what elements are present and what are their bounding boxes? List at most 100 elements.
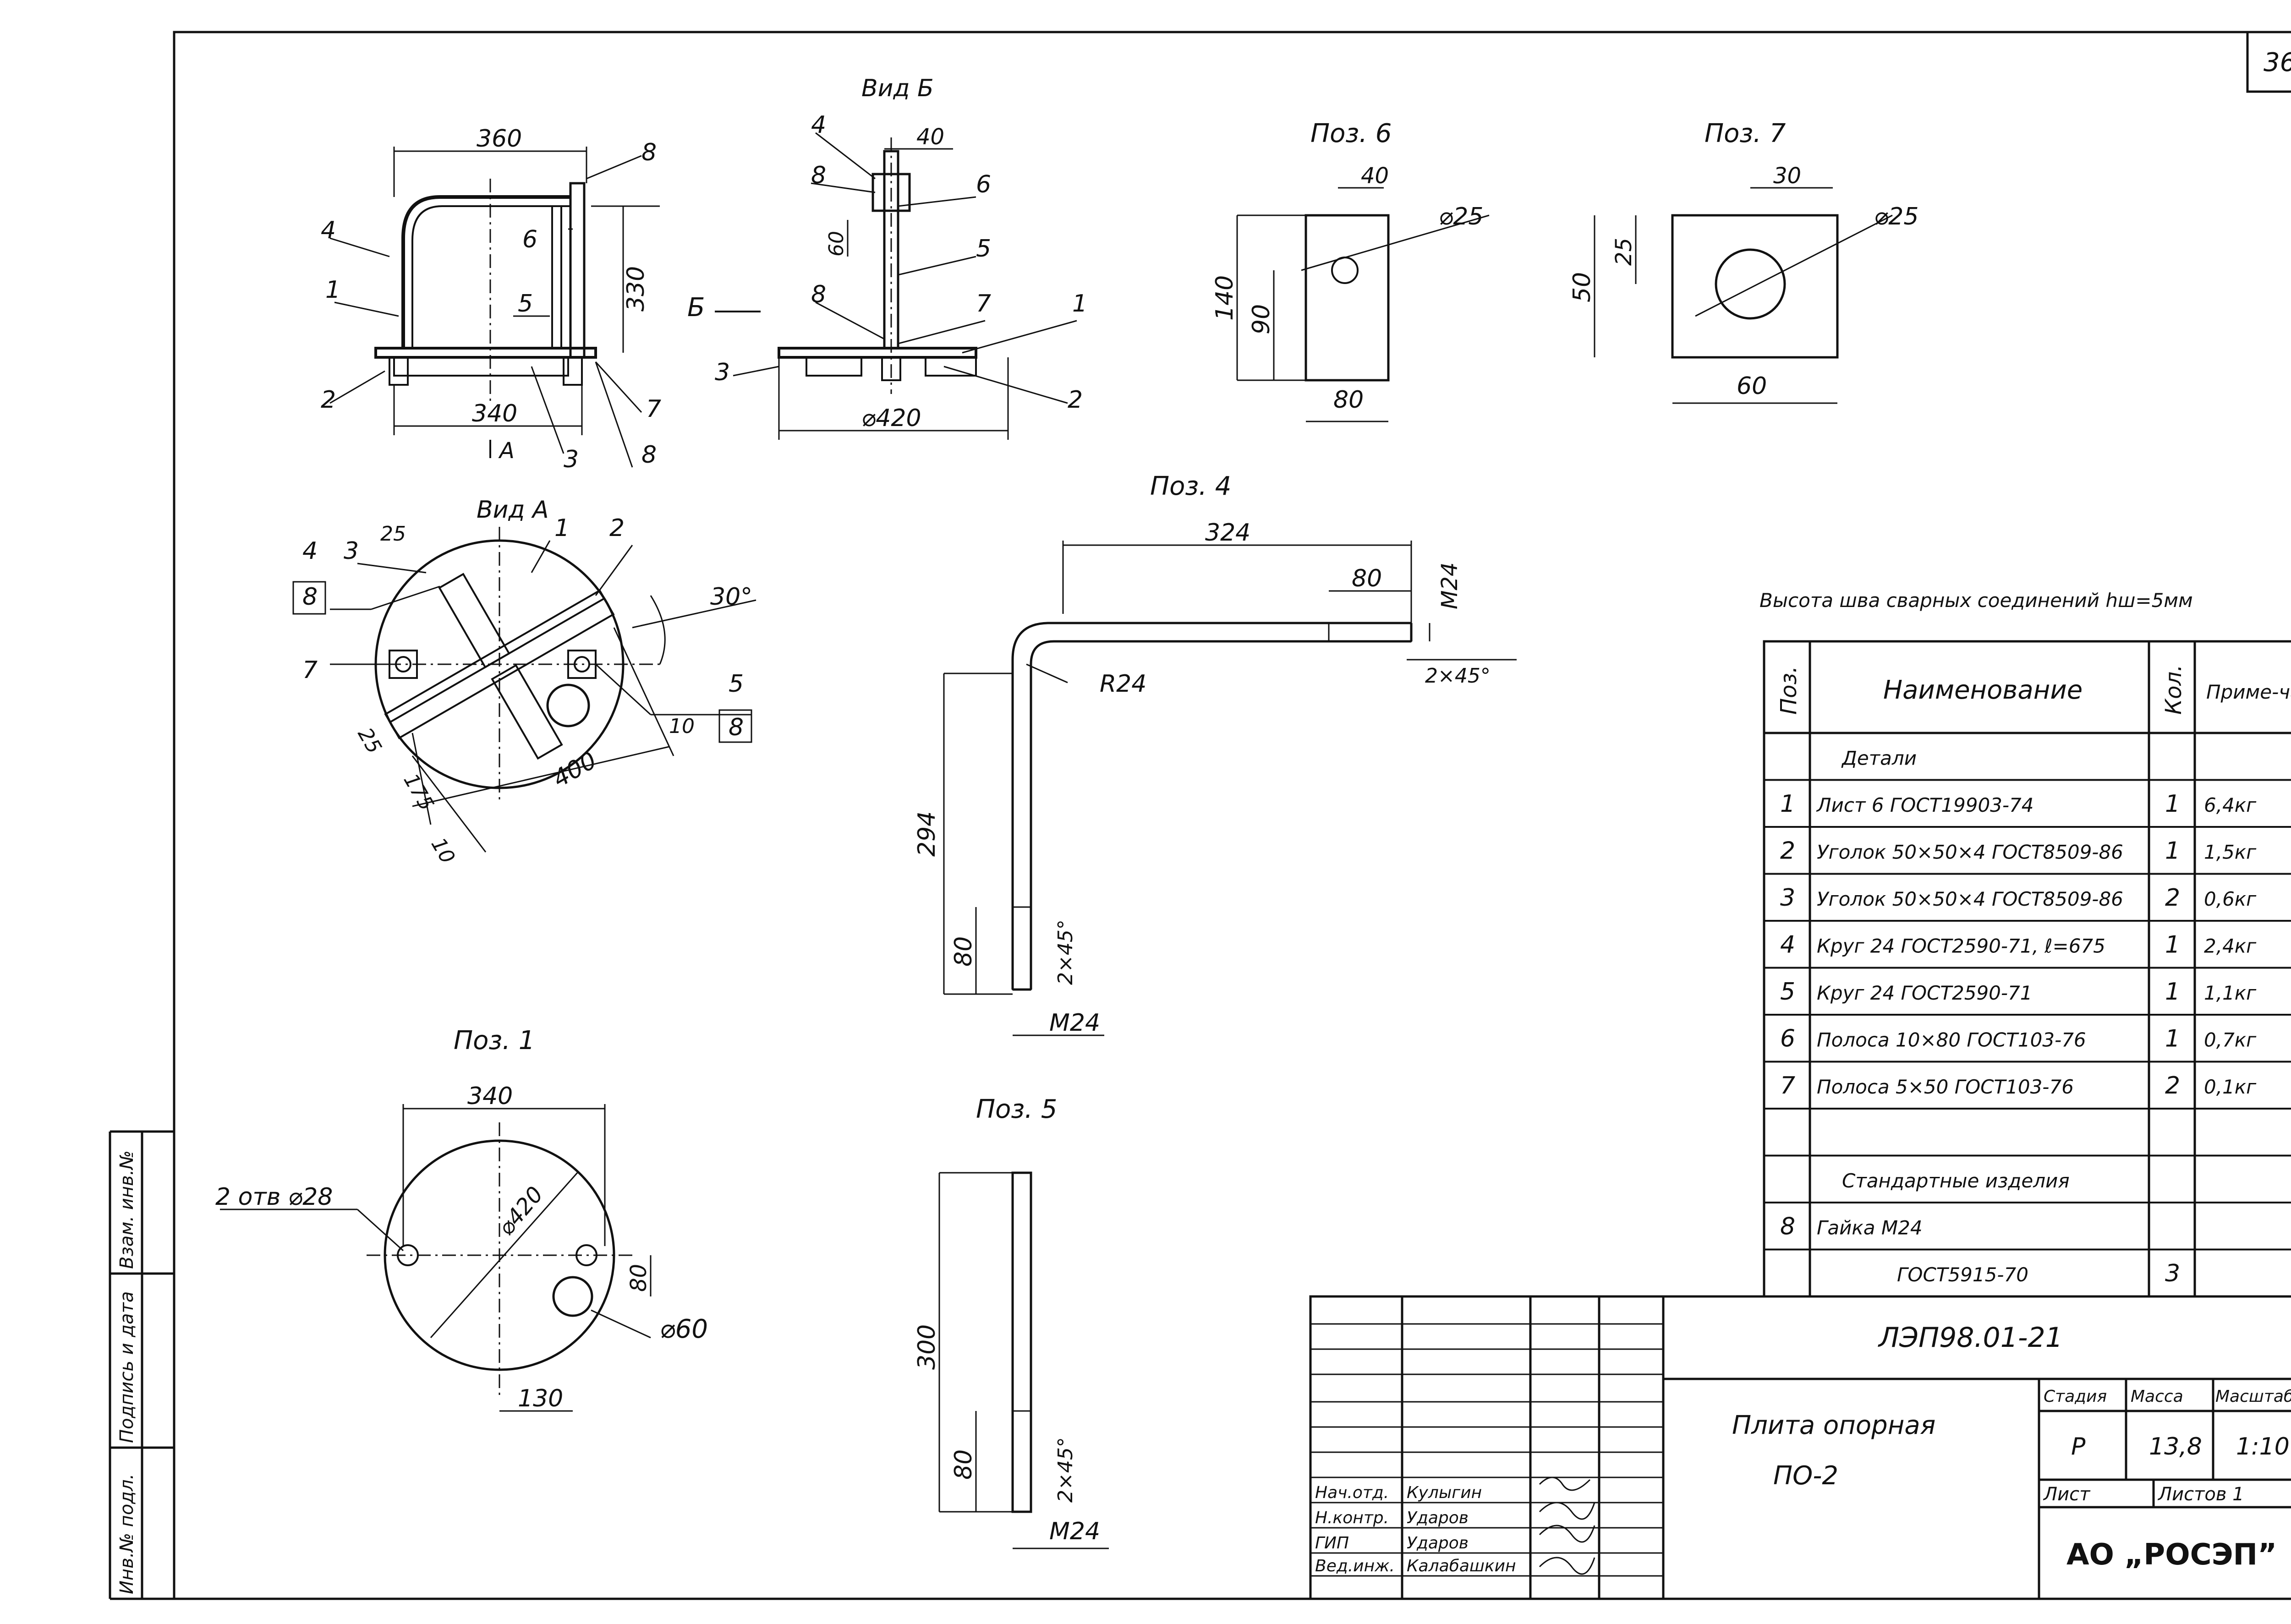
callout-main-8b: 8	[641, 441, 657, 469]
dim-p4-324: 324	[1205, 519, 1250, 547]
pos1-view: Поз. 1 340 2 отв ⌀28 ⌀420 80 ⌀60 130	[215, 1026, 708, 1412]
dim-main-330: 330	[622, 266, 650, 312]
dim-p7-30: 30	[1773, 163, 1801, 189]
pos6-title: Поз. 6	[1310, 119, 1392, 148]
company-name: АО „РОСЭП”	[2066, 1538, 2277, 1572]
sig-role-2: Н.контр.	[1315, 1509, 1389, 1527]
dim-va-10a: 10	[669, 715, 695, 738]
callout-vb-6: 6	[976, 171, 991, 198]
spec-row-pos: 3	[1780, 884, 1795, 912]
dim-p1-60: ⌀60	[660, 1314, 708, 1344]
callout-va-4: 4	[302, 537, 318, 565]
dim-p4-80: 80	[1352, 565, 1382, 592]
dim-p5-chamfer: 2×45°	[1054, 1437, 1077, 1503]
sheets-label: Листов 1	[2157, 1484, 2244, 1505]
view-a-title: Вид А	[477, 496, 549, 524]
callout-main-2: 2	[321, 386, 336, 414]
spec-row-qty: 2	[2165, 884, 2180, 912]
callout-vb-5: 5	[976, 235, 991, 262]
sig-name-4: Калабашкин	[1407, 1557, 1516, 1575]
dim-va-30deg: 30°	[710, 583, 752, 611]
sig-name-1: Кулыгин	[1407, 1483, 1482, 1502]
spec-row-name: Детали	[1841, 747, 1917, 770]
main-front-view: 360 330 340 А Б 8 6 4 5 1 2 3 7 8	[321, 125, 761, 473]
callout-main-8a: 8	[641, 139, 657, 166]
dim-p5-m24: M24	[1049, 1518, 1100, 1545]
spec-row-note: 1,5кг	[2204, 841, 2257, 864]
side-stamp-sign: Подпись и дата	[116, 1291, 137, 1443]
dim-p7-60: 60	[1737, 372, 1767, 400]
title-line2: ПО-2	[1773, 1461, 1838, 1491]
spec-row-name: Стандартные изделия	[1842, 1170, 2070, 1192]
dim-p5-300: 300	[913, 1324, 941, 1370]
callout-vb-4: 4	[811, 111, 826, 139]
dim-p7-25b: 25	[1611, 238, 1637, 266]
mass-label: Масса	[2131, 1387, 2183, 1406]
dim-vb-60: 60	[825, 231, 848, 257]
sig-role-3: ГИП	[1315, 1534, 1349, 1553]
sheet-label: Лист	[2043, 1484, 2091, 1505]
dim-p4-m24b: M24	[1049, 1009, 1100, 1037]
mass-value: 13,8	[2149, 1433, 2202, 1460]
callout-main-7: 7	[646, 395, 661, 423]
sig-name-2: Ударов	[1407, 1509, 1469, 1527]
spec-row-qty: 2	[2165, 1072, 2180, 1099]
spec-row-name: Круг 24 ГОСТ2590-71, ℓ=675	[1817, 935, 2105, 957]
stage-label: Стадия	[2044, 1387, 2107, 1406]
spec-row-note: 2,4кг	[2204, 935, 2257, 957]
callout-vb-2: 2	[1068, 386, 1083, 414]
signature-marks	[1539, 1476, 1595, 1575]
dim-p4-chamfer-b: 2×45°	[1054, 919, 1077, 985]
callout-vb-8b: 8	[811, 281, 826, 308]
spec-row-pos: 5	[1780, 978, 1795, 1006]
dim-va-10b: 10	[426, 834, 459, 868]
spec-header-pos: Поз.	[1776, 666, 1802, 715]
spec-row-name: Гайка М24	[1817, 1217, 1923, 1239]
scale-value: 1:10	[2236, 1433, 2290, 1460]
dim-p6-25: ⌀25	[1439, 203, 1483, 230]
callout-va-1: 1	[554, 514, 570, 542]
dim-p4-80b: 80	[950, 936, 977, 967]
spec-row-name: Уголок 50×50×4 ГОСТ8509-86	[1817, 841, 2123, 864]
pos6-view: Поз. 6 40 ⌀25 140 90 80	[1211, 119, 1490, 422]
callout-vb-8a: 8	[811, 162, 826, 189]
callout-main-3: 3	[564, 446, 579, 473]
spec-row-note: 0,6кг	[2204, 888, 2257, 910]
spec-row-name: Лист 6 ГОСТ19903-74	[1816, 794, 2034, 816]
view-arrow-b: Б	[687, 293, 705, 323]
signatures: Нач.отд. Кулыгин Н.контр. Ударов ГИП Уда…	[1315, 1476, 1595, 1575]
spec-row-note: 0,1кг	[2204, 1076, 2257, 1098]
dim-p4-294: 294	[913, 811, 941, 857]
callout-va-8b: 8	[729, 714, 744, 741]
sig-name-3: Ударов	[1407, 1534, 1469, 1553]
view-b: Вид Б ⌀420 40 60 4 8 6 5 8 7 1 3 2	[715, 75, 1087, 440]
callout-main-6: 6	[522, 226, 537, 253]
dim-p1-130: 130	[518, 1385, 563, 1412]
spec-row-qty: 1	[2165, 978, 2180, 1006]
dim-vb-40: 40	[916, 124, 944, 150]
spec-row-qty: 1	[2165, 837, 2180, 865]
dim-p7-25: ⌀25	[1874, 203, 1918, 230]
spec-header-note: Приме-чание	[2206, 681, 2291, 703]
view-arrow-a: А	[498, 438, 515, 464]
callout-va-3: 3	[344, 537, 359, 565]
view-b-title: Вид Б	[861, 75, 934, 102]
sig-role-1: Нач.отд.	[1315, 1483, 1389, 1502]
sig-role-4: Вед.инж.	[1315, 1557, 1395, 1575]
callout-main-4: 4	[321, 217, 336, 244]
sheet-number: 36	[2264, 48, 2291, 77]
dim-p4-chamfer-a: 2×45°	[1425, 664, 1491, 688]
spec-row-qty: 1	[2165, 790, 2180, 818]
callout-va-2: 2	[609, 514, 625, 542]
dim-va-25a: 25	[380, 522, 406, 546]
callout-main-5: 5	[518, 290, 533, 317]
spec-row-pos: 7	[1780, 1072, 1795, 1099]
callout-va-7: 7	[302, 656, 318, 684]
sheet-frame	[109, 31, 2291, 1600]
dim-va-400: 400	[548, 747, 602, 793]
spec-header-qty: Кол.	[2161, 665, 2187, 715]
callout-vb-7: 7	[976, 290, 991, 317]
dim-p6-40: 40	[1361, 163, 1389, 189]
